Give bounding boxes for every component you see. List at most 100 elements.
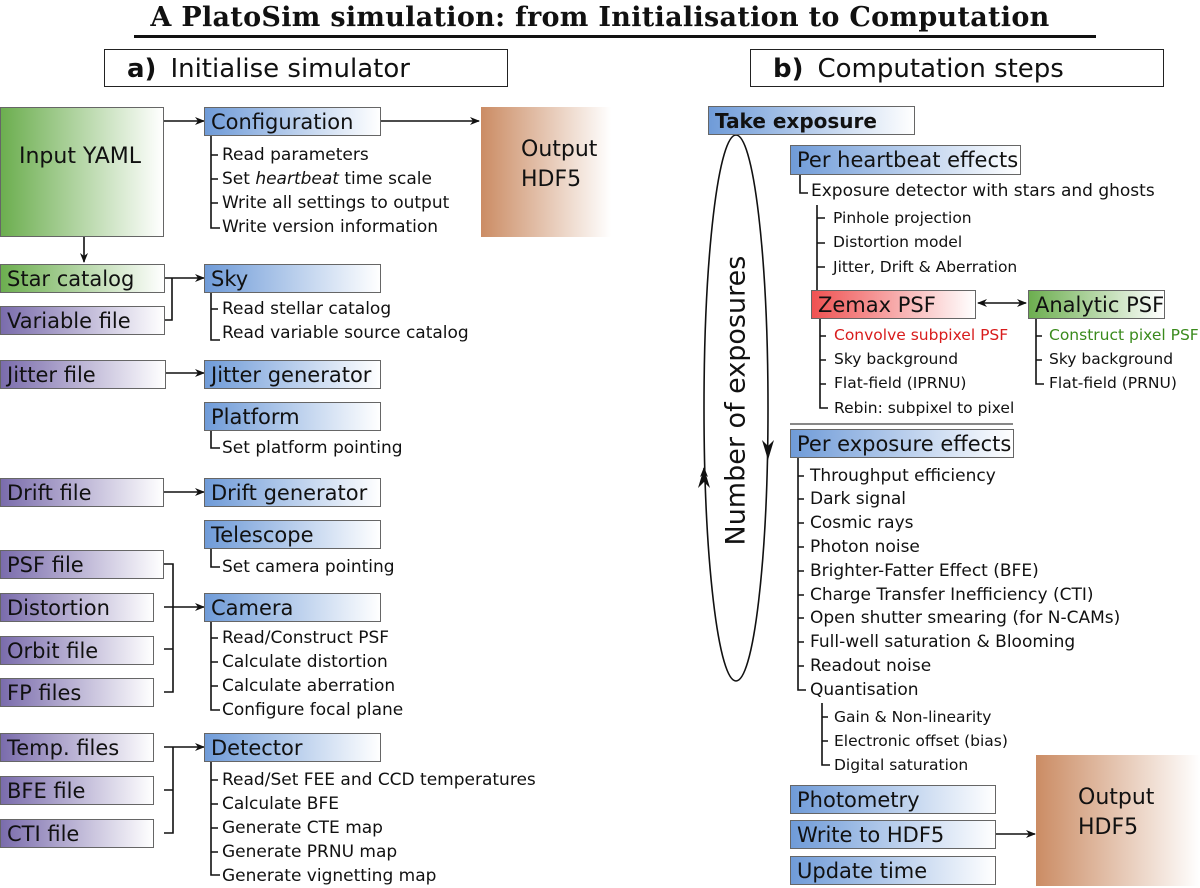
module-detector: Detector	[204, 733, 381, 762]
module-jitter-label: Jitter generator	[211, 363, 372, 387]
zemax-item: Sky background	[834, 350, 959, 368]
zemax-psf-box: Zemax PSF	[811, 290, 976, 319]
detector-item: Generate CTE map	[222, 818, 383, 838]
output-hdf5-a: Output HDF5	[481, 107, 611, 237]
analytic-item: Flat-field (PRNU)	[1049, 374, 1177, 392]
update-time-label: Update time	[797, 859, 928, 883]
star-catalog-box: Star catalog	[0, 264, 165, 293]
fp-files-label: FP files	[7, 681, 82, 705]
drift-file-label: Drift file	[7, 481, 92, 505]
config-item: Set heartbeat time scale	[222, 167, 432, 191]
heartbeat-child: Exposure detector with stars and ghosts	[811, 181, 1155, 201]
config-item: Write all settings to output	[222, 193, 450, 213]
write-hdf5-box: Write to HDF5	[790, 820, 996, 849]
output-a-line1: Output	[521, 137, 598, 162]
psf-file-box: PSF file	[0, 550, 164, 579]
config-item: Read parameters	[222, 145, 369, 165]
temp-files-box: Temp. files	[0, 733, 154, 762]
per-heartbeat-box: Per heartbeat effects	[790, 145, 1021, 175]
exposure-item: Cosmic rays	[810, 513, 914, 533]
heartbeat-subitem: Pinhole projection	[833, 209, 972, 227]
output-b-line1: Output	[1078, 785, 1155, 810]
config-item-part: time scale	[338, 169, 432, 189]
photometry-box: Photometry	[790, 785, 996, 814]
bfe-file-label: BFE file	[7, 779, 86, 803]
section-b-header: b) Computation steps	[750, 49, 1164, 87]
zemax-item: Flat-field (IPRNU)	[834, 374, 967, 392]
module-jitter-generator: Jitter generator	[204, 360, 381, 389]
detector-item: Generate vignetting map	[222, 866, 437, 886]
sky-item: Read stellar catalog	[222, 299, 392, 319]
zemax-item-highlight: Convolve subpixel PSF	[834, 326, 1009, 344]
diagram-title: A PlatoSim simulation: from Initialisati…	[150, 2, 1050, 33]
distortion-label: Distortion	[7, 596, 110, 620]
exposure-item: Brighter-Fatter Effect (BFE)	[810, 561, 1039, 581]
exposure-item: Photon noise	[810, 537, 920, 557]
orbit-file-box: Orbit file	[0, 636, 154, 665]
exposure-item: Dark signal	[810, 489, 907, 509]
orbit-file-label: Orbit file	[7, 639, 99, 663]
analytic-item: Sky background	[1049, 350, 1174, 368]
module-platform-label: Platform	[211, 405, 300, 429]
analytic-psf-label: Analytic PSF	[1035, 293, 1165, 317]
cti-file-box: CTI file	[0, 819, 154, 848]
platform-item: Set platform pointing	[222, 438, 403, 458]
star-catalog-label: Star catalog	[7, 267, 135, 291]
detector-item: Read/Set FEE and CCD temperatures	[222, 770, 536, 790]
module-telescope: Telescope	[204, 520, 381, 549]
camera-item: Configure focal plane	[222, 700, 404, 720]
module-camera-label: Camera	[211, 596, 294, 620]
distortion-box: Distortion	[0, 593, 154, 622]
bfe-file-box: BFE file	[0, 776, 154, 805]
photometry-label: Photometry	[797, 788, 920, 812]
exposure-item: Readout noise	[810, 656, 932, 676]
per-exposure-box: Per exposure effects	[790, 429, 1014, 458]
update-time-box: Update time	[790, 856, 996, 885]
quantisation-item: Digital saturation	[834, 756, 969, 774]
sky-item: Read variable source catalog	[222, 323, 469, 343]
zemax-psf-label: Zemax PSF	[818, 293, 936, 317]
module-platform: Platform	[204, 402, 381, 431]
module-camera: Camera	[204, 593, 381, 622]
module-detector-label: Detector	[211, 736, 303, 760]
title-underline	[134, 35, 1096, 38]
take-exposure-label: Take exposure	[715, 109, 877, 133]
loop-label: Number of exposures	[720, 255, 752, 546]
heartbeat-subitem: Jitter, Drift & Aberration	[833, 258, 1018, 276]
camera-item: Calculate distortion	[222, 652, 388, 672]
module-telescope-label: Telescope	[211, 523, 314, 547]
analytic-item-highlight: Construct pixel PSF	[1049, 326, 1199, 344]
quantisation-item: Electronic offset (bias)	[834, 732, 1008, 750]
heartbeat-subitem: Distortion model	[833, 233, 963, 251]
exposure-item: Quantisation	[810, 680, 919, 700]
section-b-title: Computation steps	[817, 54, 1064, 84]
analytic-psf-box: Analytic PSF	[1028, 290, 1165, 319]
drift-file-box: Drift file	[0, 478, 164, 507]
quantisation-item: Gain & Non-linearity	[834, 708, 992, 726]
cti-file-label: CTI file	[7, 822, 80, 846]
psf-file-label: PSF file	[7, 553, 84, 577]
config-item-italic: heartbeat	[255, 169, 339, 189]
output-hdf5-b: Output HDF5	[1036, 755, 1200, 886]
section-b-letter: b)	[773, 54, 804, 84]
exposure-item: Full-well saturation & Blooming	[810, 632, 1076, 652]
zemax-item: Rebin: subpixel to pixel	[834, 399, 1015, 417]
module-drift-generator: Drift generator	[204, 478, 381, 507]
exposure-item: Throughput efficiency	[810, 466, 996, 486]
per-exposure-label: Per exposure effects	[797, 432, 1012, 456]
module-configuration: Configuration	[204, 107, 381, 136]
config-item: Write version information	[222, 217, 439, 237]
telescope-item: Set camera pointing	[222, 557, 395, 577]
write-hdf5-label: Write to HDF5	[797, 823, 945, 847]
jitter-file-label: Jitter file	[7, 363, 96, 387]
input-yaml-label: Input YAML	[19, 144, 141, 169]
config-item-part: Set	[222, 169, 256, 189]
module-drift-label: Drift generator	[211, 481, 368, 505]
take-exposure-box: Take exposure	[708, 106, 915, 135]
camera-item: Read/Construct PSF	[222, 628, 390, 648]
section-a-title: Initialise simulator	[170, 54, 410, 84]
module-configuration-label: Configuration	[211, 110, 354, 134]
camera-item: Calculate aberration	[222, 676, 396, 696]
input-yaml-box: Input YAML	[0, 107, 164, 237]
exposure-item: Open shutter smearing (for N-CAMs)	[810, 608, 1121, 628]
